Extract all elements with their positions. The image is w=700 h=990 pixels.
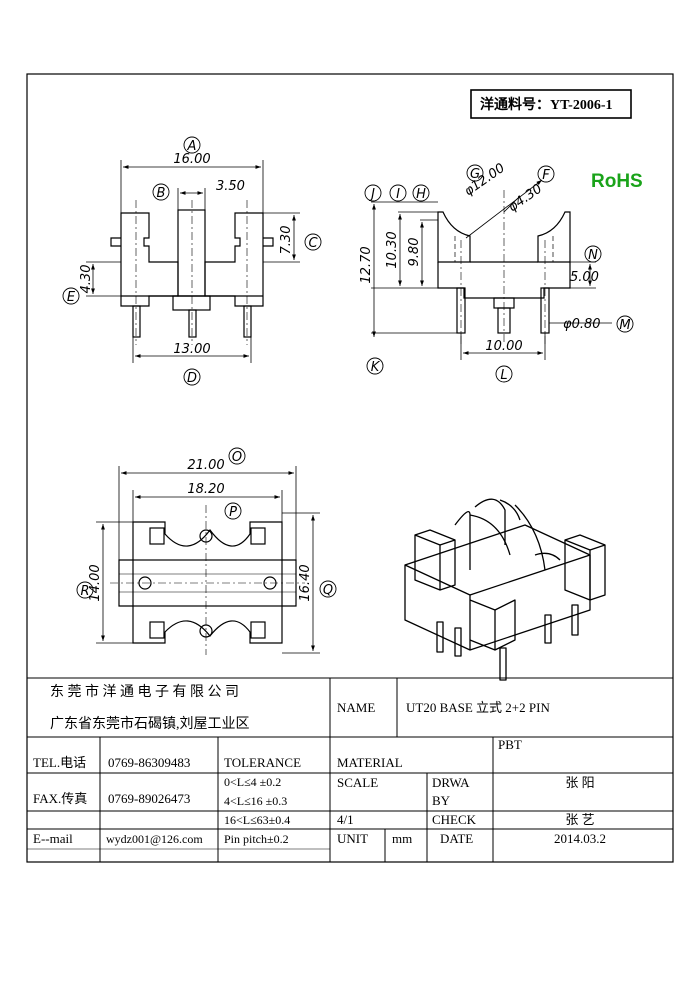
isometric-view [404,498,606,681]
dim-l: 10.00 [485,339,522,354]
bottom-view-labels: O P R Q [76,447,337,599]
tolerance-row-2: 4<L≤16 ±0.3 [224,794,287,808]
date-value: 2014.03.2 [554,831,606,846]
side-view-centerlines [460,190,546,345]
check-label: CHECK [432,812,477,827]
front-view-centerlines [135,200,248,345]
label-l: L [500,368,507,383]
side-view-labels: G F J I H N M K L [364,164,634,383]
scale-value: 4/1 [337,812,354,827]
label-m: M [619,318,630,333]
dim-g: φ12.00 [462,161,508,200]
label-i: I [396,187,400,202]
company-name: 东 莞 市 洋 通 电 子 有 限 公 司 [50,683,239,700]
dim-i: 10.30 [385,231,400,268]
front-view-labels: A B C D E [62,136,322,386]
dim-e: 4.30 [79,265,94,294]
label-n: N [588,248,598,263]
part-number-box: 洋通料号：YT-2006-1 [470,89,632,119]
tel-label: TEL.电话 [33,755,86,770]
part-number: 洋通料号：YT-2006-1 [480,96,613,113]
drawing-frame [26,73,674,863]
tel-value: 0769-86309483 [108,755,190,770]
label-c: C [308,236,318,251]
unit-label: UNIT [337,831,368,846]
dim-c: 7.30 [279,226,294,255]
dim-n: 5.00 [570,270,599,285]
label-b: B [157,186,166,201]
dim-j: 12.70 [359,246,374,283]
dim-b: 3.50 [216,179,245,194]
material-label: MATERIAL [337,755,403,770]
label-d: D [187,371,197,386]
dim-a: 16.00 [173,152,210,167]
drawn-by-label-1: DRWA [432,775,470,790]
dim-q: 16.40 [298,564,313,601]
scale-label: SCALE [337,775,378,790]
label-e: E [67,290,76,305]
label-r: R [80,584,89,599]
dim-m: φ0.80 [563,317,601,332]
label-g: G [470,167,480,182]
side-view-hidden [454,236,554,263]
tolerance-row-3: 16<L≤63±0.4 [224,813,290,827]
name-value: UT20 BASE 立式 2+2 PIN [406,700,550,715]
label-j: J [368,187,375,202]
tolerance-row-1: 0<L≤4 ±0.2 [224,775,281,789]
side-view-dimensions [371,179,612,360]
dim-o: 21.00 [187,458,224,473]
name-label: NAME [337,700,375,715]
bottom-view-dimensions [96,466,320,654]
tolerance-label: TOLERANCE [224,755,301,770]
drawn-by-value: 张 阳 [565,775,594,790]
drawn-by-label-2: BY [432,793,451,808]
email-value: wydz001@126.com [106,832,203,846]
rohs-mark: RoHS [591,171,643,192]
unit-value: mm [392,831,412,846]
dim-p: 18.20 [187,482,224,497]
label-k: K [371,360,381,375]
email-label: E--mail [33,831,73,846]
front-view-dim-text: 16.00 3.50 7.30 13.00 4.30 [79,152,294,357]
label-f: F [542,168,550,183]
dim-h: 9.80 [407,238,422,267]
title-block-text: 东 莞 市 洋 通 电 子 有 限 公 司 广东省东莞市石碣镇,刘屋工业区 NA… [33,683,606,846]
label-q: Q [323,583,333,598]
material-value: PBT [498,737,522,752]
bottom-view [118,521,297,644]
title-block-grid [27,677,673,863]
date-label: DATE [440,831,473,846]
dim-f: φ4.30 [506,181,545,215]
front-view-dimensions [86,160,300,363]
label-o: O [232,450,242,465]
dim-d: 13.00 [173,342,210,357]
label-p: P [229,505,237,520]
company-address: 广东省东莞市石碣镇,刘屋工业区 [50,715,250,732]
check-value: 张 艺 [565,812,594,827]
label-a: A [187,139,197,154]
tolerance-row-4: Pin pitch±0.2 [224,832,289,846]
bottom-view-dim-text: 21.00 18.20 14.00 16.40 [88,458,313,602]
fax-label: FAX.传真 [33,791,87,806]
label-h: H [416,187,426,202]
bottom-view-centerlines [110,505,305,655]
fax-value: 0769-89026473 [108,791,190,806]
dim-r: 14.00 [88,564,103,601]
